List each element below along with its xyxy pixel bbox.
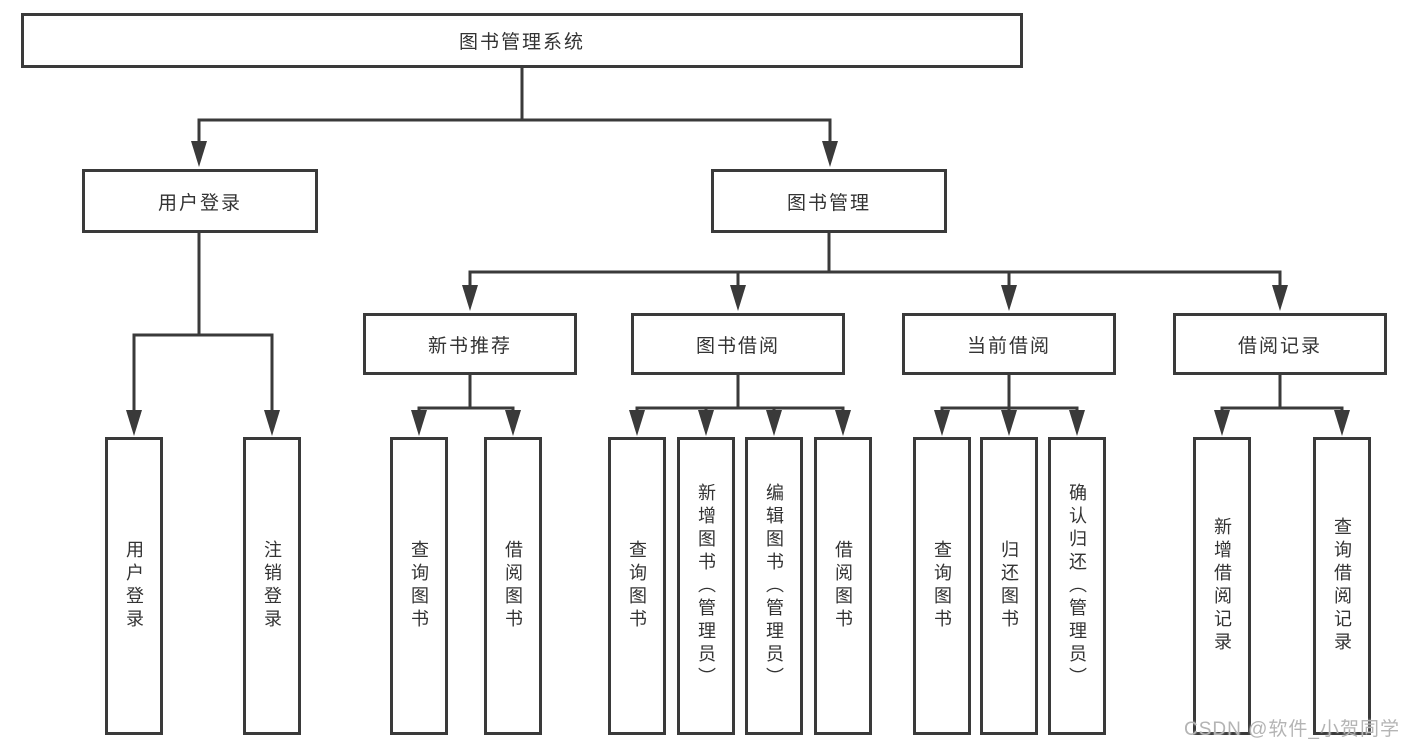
node-bb-query-books: 查询图书 — [608, 437, 666, 735]
node-logout: 注销登录 — [243, 437, 301, 735]
node-borrow-records: 借阅记录 — [1173, 313, 1387, 375]
node-book-borrow: 图书借阅 — [631, 313, 845, 375]
node-nbr-query-books: 查询图书 — [390, 437, 448, 735]
node-bb-borrow-books: 借阅图书 — [814, 437, 872, 735]
node-nbr-borrow-books: 借阅图书 — [484, 437, 542, 735]
node-cb-query-books: 查询图书 — [913, 437, 971, 735]
node-bb-edit-books: 编辑图书（管理员） — [745, 437, 803, 735]
node-login: 用户登录 — [105, 437, 163, 735]
node-br-query-record: 查询借阅记录 — [1313, 437, 1371, 735]
node-bb-add-books: 新增图书（管理员） — [677, 437, 735, 735]
node-new-book-rec: 新书推荐 — [363, 313, 577, 375]
arrowhead-icons — [126, 141, 1350, 436]
node-cb-confirm-return: 确认归还（管理员） — [1048, 437, 1106, 735]
watermark: CSDN @软件_小贺同学 — [1184, 719, 1400, 740]
node-book-mgmt: 图书管理 — [711, 169, 947, 233]
node-cb-return-books: 归还图书 — [980, 437, 1038, 735]
node-br-add-record: 新增借阅记录 — [1193, 437, 1251, 735]
node-current-borrow: 当前借阅 — [902, 313, 1116, 375]
node-root: 图书管理系统 — [21, 13, 1023, 68]
node-user-login: 用户登录 — [82, 169, 318, 233]
